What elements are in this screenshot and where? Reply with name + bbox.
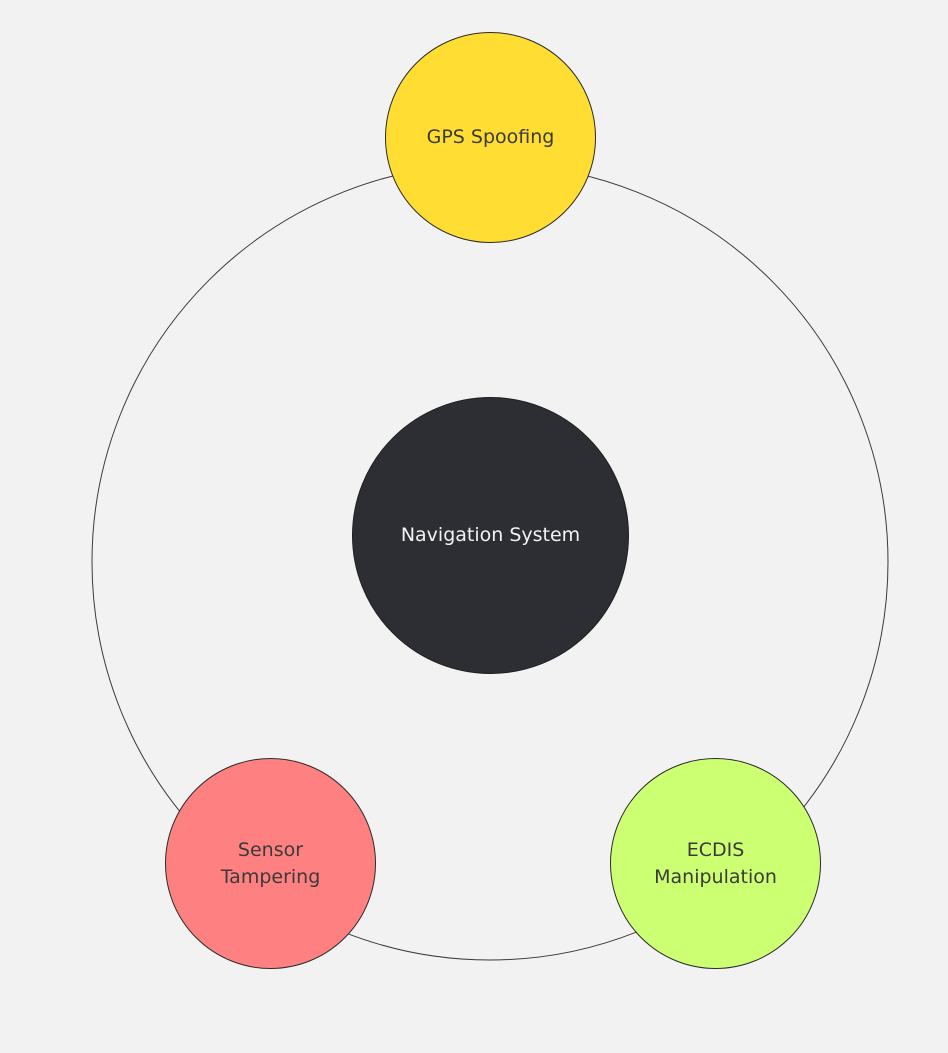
navigation-system-node[interactable]: Navigation System <box>352 397 629 674</box>
sensor-tampering-node[interactable]: Sensor Tampering <box>165 758 376 969</box>
gps-spoofing-label: GPS Spoofing <box>426 126 555 148</box>
ecdis-manipulation-label: ECDIS Manipulation <box>654 838 777 888</box>
navigation-system-label: Navigation System <box>400 524 581 546</box>
sensor-tampering-label: Sensor Tampering <box>220 838 321 888</box>
gps-spoofing-node[interactable]: GPS Spoofing <box>385 32 596 243</box>
ecdis-manipulation-node[interactable]: ECDIS Manipulation <box>610 758 821 969</box>
